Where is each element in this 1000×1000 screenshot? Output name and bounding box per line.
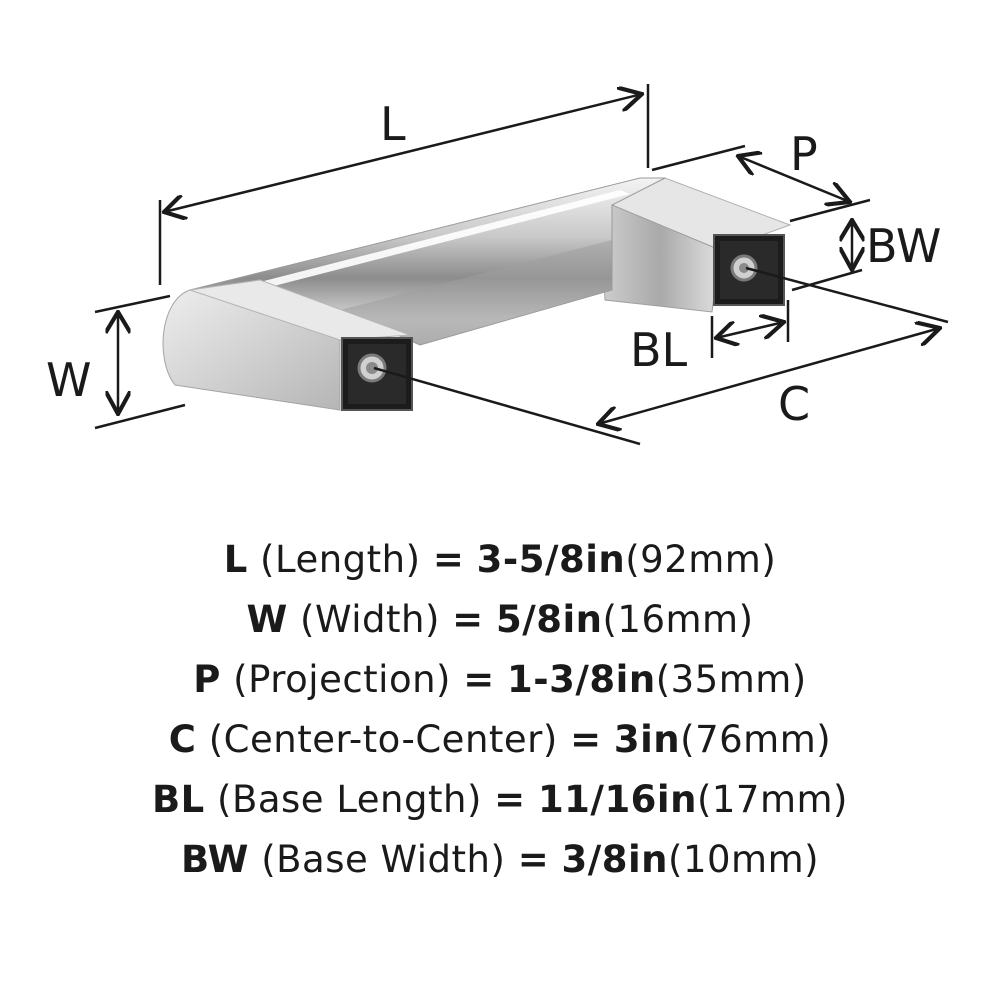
base-width-label: BW: [866, 219, 941, 273]
spec-imperial: 3-5/8in: [476, 538, 626, 581]
dimension-spec-list: L (Length) = 3-5/8in(92mm) W (Width) = 5…: [0, 530, 1000, 890]
spec-imperial: 11/16in: [537, 778, 697, 821]
spec-metric: (76mm): [680, 718, 832, 761]
spec-row-base-width: BW (Base Width) = 3/8in(10mm): [0, 830, 1000, 890]
base-length-dimension-line: [716, 322, 784, 338]
spec-code: C: [168, 718, 197, 761]
spec-code: BL: [151, 778, 205, 821]
center-leader-right: [745, 266, 949, 324]
base-length-label: BL: [630, 323, 688, 377]
spec-imperial: 3in: [613, 718, 681, 761]
spec-name: (Center-to-Center): [208, 718, 558, 761]
spec-row-projection: P (Projection) = 1-3/8in(35mm): [0, 650, 1000, 710]
spec-name: (Base Width): [261, 838, 506, 881]
spec-imperial: 3/8in: [561, 838, 669, 881]
cabinet-pull-handle: [162, 177, 792, 411]
spec-code: L: [223, 538, 248, 581]
spec-code: W: [246, 598, 288, 641]
base-width-extension-bottom: [791, 268, 863, 292]
spec-metric: (35mm): [655, 658, 807, 701]
handle-dimension-diagram: L P BW W BL C: [46, 84, 949, 446]
spec-name: (Width): [300, 598, 440, 641]
spec-imperial: 1-3/8in: [507, 658, 656, 701]
spec-imperial: 5/8in: [495, 598, 603, 641]
spec-row-length: L (Length) = 3-5/8in(92mm): [0, 530, 1000, 590]
width-extension-top: [94, 294, 171, 314]
projection-extension-bottom: [789, 198, 871, 223]
spec-metric: (16mm): [602, 598, 754, 641]
length-label: L: [380, 97, 406, 151]
spec-code: P: [193, 658, 221, 701]
center-leader-left: [373, 366, 641, 446]
spec-metric: (10mm): [668, 838, 820, 881]
spec-equals: =: [570, 718, 602, 761]
width-label: W: [46, 353, 91, 407]
spec-equals: =: [463, 658, 495, 701]
spec-name: (Base Length): [217, 778, 482, 821]
width-extension-bottom: [94, 403, 186, 430]
spec-equals: =: [452, 598, 484, 641]
spec-code: BW: [180, 838, 249, 881]
projection-extension-top: [651, 144, 746, 172]
center-dimension-line: [598, 328, 940, 424]
left-cap-top: [189, 279, 411, 341]
length-dimension-line: [164, 94, 642, 212]
projection-label: P: [790, 127, 818, 181]
bar-underside: [340, 240, 612, 345]
spec-equals: =: [432, 538, 465, 581]
projection-dimension-line: [738, 156, 850, 202]
spec-name: (Projection): [233, 658, 451, 701]
spec-equals: =: [517, 838, 550, 881]
spec-metric: (17mm): [696, 778, 848, 821]
spec-row-width: W (Width) = 5/8in(16mm): [0, 590, 1000, 650]
spec-name: (Length): [260, 538, 421, 581]
center-label: C: [778, 377, 810, 431]
spec-metric: (92mm): [625, 538, 777, 581]
dimension-lines: [94, 84, 949, 446]
spec-equals: =: [494, 778, 526, 821]
spec-row-base-length: BL (Base Length) = 11/16in(17mm): [0, 770, 1000, 830]
spec-row-center-to-center: C (Center-to-Center) = 3in(76mm): [0, 710, 1000, 770]
